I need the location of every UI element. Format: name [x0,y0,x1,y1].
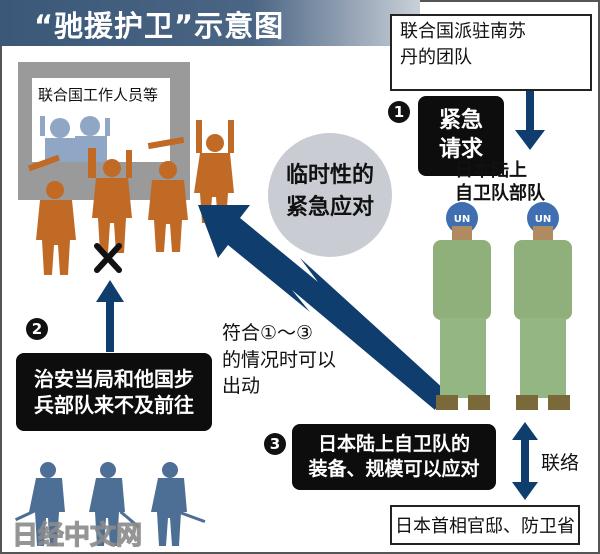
watermark-logo: 日经中文网 [11,520,143,551]
rioter [88,148,132,253]
foreign-infantry-silhouettes [14,462,206,546]
rioter [147,136,188,252]
step3-line1: 日本陆上自卫队的 [317,433,470,456]
step3-number-badge: 3 [264,433,286,455]
step2-line1: 治安当局和他国步 [34,367,194,391]
soldier: UN [433,202,491,410]
gsdf-label-line2: 自卫队部队 [455,182,545,204]
center-circle [268,133,392,257]
rioter [27,154,76,275]
un-staff-silhouettes [40,116,110,162]
big-dispatch-arrow [198,205,445,410]
gov-box: 日本首相官邸、防卫省 [390,505,580,545]
up-arrow-head [96,280,124,302]
step3-box: 日本陆上自卫队的装备、规模可以应对 [292,424,496,490]
liaison-arrow-down [512,482,538,500]
title-bar [0,0,420,46]
down-arrow-head [515,130,545,150]
center-line1: 临时性的 [285,163,374,188]
condition-line3: 出动 [222,375,261,398]
gsdf-label-line1: 日本陆上 [455,160,527,181]
gsdf-soldiers: UN UN [433,202,572,410]
step2-line2: 兵部队来不及前往 [34,393,194,417]
step1-line2: 请求 [438,137,483,162]
gsdf-label: 日本陆上 自卫队部队 [455,160,545,205]
step1-number-badge: 1 [388,101,410,123]
svg-text:UN: UN [535,214,552,225]
condition-line2: 的情况时可以 [222,348,337,371]
step1-request-box: 紧急请求 [418,96,504,176]
un-team-box: 联合国派驻南苏 丹的团队 [390,14,592,91]
step2-number-badge: 2 [26,318,48,340]
un-team-line2: 丹的团队 [400,47,472,69]
step3-line2: 装备、规模可以应对 [308,458,480,480]
blocked-x-icon [94,243,122,273]
liaison-label: 联络 [541,452,580,474]
un-team-line1: 联合国派驻南苏 [400,21,526,42]
liaison-arrow-shaft [521,435,529,487]
condition-text: 符合①～③ 的情况时可以 出动 [222,320,336,400]
up-arrow-shaft [106,300,114,352]
down-arrow-shaft [526,90,534,132]
page-title: “驰援护卫”示意图 [34,9,285,43]
soldier: UN [514,202,572,410]
svg-text:UN: UN [454,214,471,225]
center-line2: 紧急应对 [285,194,374,220]
un-staff-label: 联合国工作人员等 [38,86,159,104]
step2-box: 治安当局和他国步兵部队来不及前往 [16,353,212,431]
condition-line1: 符合①～③ [222,322,314,344]
center-circle-text: 临时性的 紧急应对 [268,160,392,224]
liaison-arrow-up [512,422,538,440]
step1-line1: 紧急 [438,108,483,134]
